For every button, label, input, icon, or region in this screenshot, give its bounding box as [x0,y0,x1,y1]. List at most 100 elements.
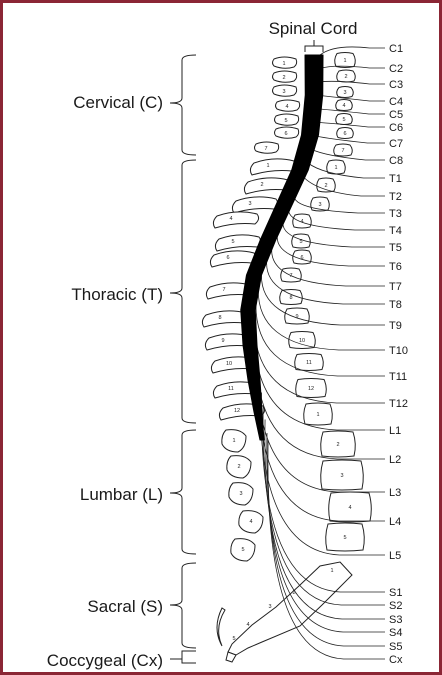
spinous-process-number-thoracic-9: 9 [221,338,224,344]
bracket-cervical [170,55,196,155]
spinous-process-number-thoracic-3: 3 [248,201,251,207]
bracket-sacral [170,563,196,648]
spinous-process-thoracic-5 [215,235,260,251]
vertebra-body-number-cervical-1: 1 [343,58,346,64]
spinous-process-number-lumbar-2: 2 [237,464,240,470]
spinous-process-number-cervical-3: 3 [282,89,285,95]
vertebra-body-number-thoracic-3: 3 [318,202,321,208]
nerve-label-s5: S5 [389,641,402,653]
nerve-line-t1 [308,163,385,178]
nerve-label-t8: T8 [389,299,402,311]
region-label-lumbar: Lumbar (L) [80,485,163,504]
bracket-thoracic [170,160,196,423]
spinous-process-number-thoracic-4: 4 [229,216,232,222]
region-label-sacral: Sacral (S) [87,597,163,616]
region-label-coccygeal: Coccygeal (Cx) [47,651,163,670]
nerve-label-t2: T2 [389,191,402,203]
nerve-label-l3: L3 [389,487,401,499]
nerve-label-c2: C2 [389,63,403,75]
diagram-title: Spinal Cord [269,19,358,38]
vertebra-body-number-thoracic-1: 1 [334,165,337,171]
nerve-label-s3: S3 [389,614,402,626]
nerve-label-t11: T11 [389,371,407,383]
sacral-segment-number-1: 1 [330,568,333,574]
spinous-process-number-lumbar-5: 5 [241,547,244,553]
spinous-process-number-thoracic-8: 8 [218,315,221,321]
spinous-process-number-cervical-7: 7 [264,146,267,152]
spinous-process-number-lumbar-3: 3 [239,491,242,497]
nerve-label-s1: S1 [389,587,402,599]
nerve-label-c8: C8 [389,155,403,167]
nerve-label-c6: C6 [389,122,403,134]
spinous-process-number-thoracic-7: 7 [222,287,225,293]
vertebra-body-number-cervical-2: 2 [344,74,347,80]
spinous-process-number-cervical-2: 2 [282,75,285,81]
bracket-coccygeal [170,651,196,663]
vertebra-body-number-lumbar-1: 1 [316,412,319,418]
region-label-thoracic: Thoracic (T) [71,285,163,304]
vertebra-body-number-thoracic-9: 9 [295,314,298,320]
spinous-process-number-cervical-6: 6 [284,131,287,137]
spinous-process-thoracic-3 [232,197,277,213]
vertebra-body-number-lumbar-4: 4 [348,505,351,511]
spinous-process-number-lumbar-4: 4 [249,519,252,525]
spinous-process-number-cervical-1: 1 [282,61,285,67]
spinous-process-thoracic-4 [213,212,258,228]
spinous-process-number-thoracic-12: 12 [234,408,240,414]
nerve-label-t3: T3 [389,208,402,220]
spinous-process-number-thoracic-2: 2 [260,182,263,188]
nerve-line-t3 [294,190,385,213]
spinous-process-number-thoracic-6: 6 [226,255,229,261]
sacral-crest [217,608,225,646]
nerve-label-l1: L1 [389,425,401,437]
nerve-label-t4: T4 [389,225,402,237]
nerve-label-c7: C7 [389,138,403,150]
nerve-label-t10: T10 [389,345,408,357]
nerve-label-l5: L5 [389,550,401,562]
spinous-process-number-lumbar-1: 1 [232,438,235,444]
sacrum [228,562,352,655]
vertebra-body-number-cervical-3: 3 [343,90,346,96]
vertebra-body-number-lumbar-2: 2 [336,442,339,448]
nerve-label-t9: T9 [389,320,402,332]
vertebra-body-number-lumbar-3: 3 [340,473,343,479]
region-labels: Cervical (C)Thoracic (T)Lumbar (L)Sacral… [47,93,163,670]
region-brackets [170,55,196,663]
spinous-process-thoracic-1 [250,159,295,175]
spinous-process-number-thoracic-1: 1 [266,163,269,169]
bracket-lumbar [170,430,196,554]
vertebra-body-number-cervical-6: 6 [343,131,346,137]
vertebra-body-number-thoracic-10: 10 [299,338,305,344]
vertebra-body-number-cervical-7: 7 [341,148,344,154]
nerve-line-t2 [303,177,385,197]
nerve-label-s4: S4 [389,627,402,639]
vertebra-body-number-thoracic-2: 2 [324,183,327,189]
vertebra-body-number-lumbar-5: 5 [343,535,346,541]
spinous-process-number-thoracic-10: 10 [226,361,232,367]
sacral-segment-number-3: 3 [268,604,271,610]
nerve-label-c5: C5 [389,109,403,121]
sacral-segment-number-5: 5 [232,636,235,642]
nerve-label-t5: T5 [389,242,402,254]
sacral-segment-number-4: 4 [246,622,249,628]
nerve-label-t1: T1 [389,173,402,185]
nerve-label-cx: Cx [389,654,403,666]
nerve-line-c5 [319,109,385,114]
vertebra-body-number-cervical-4: 4 [342,103,345,109]
spinous-process-thoracic-6 [210,251,255,267]
nerve-label-t7: T7 [389,281,402,293]
vertebra-body-number-thoracic-12: 12 [308,386,314,392]
nerve-label-l4: L4 [389,516,401,528]
vertebra-body-number-thoracic-11: 11 [306,360,312,366]
nerve-label-t12: T12 [389,398,408,410]
nerve-label-t6: T6 [389,261,402,273]
vertebra-body-number-cervical-5: 5 [342,117,345,123]
nerve-label-c3: C3 [389,79,403,91]
nerve-labels: C1C2C3C4C5C6C7C8T1T2T3T4T5T6T7T8T9T10T11… [389,43,408,666]
spinous-process-number-cervical-5: 5 [284,118,287,124]
vertebra-body-number-thoracic-8: 8 [289,295,292,301]
title-bracket [305,40,323,52]
nerve-line-t10 [258,285,385,351]
